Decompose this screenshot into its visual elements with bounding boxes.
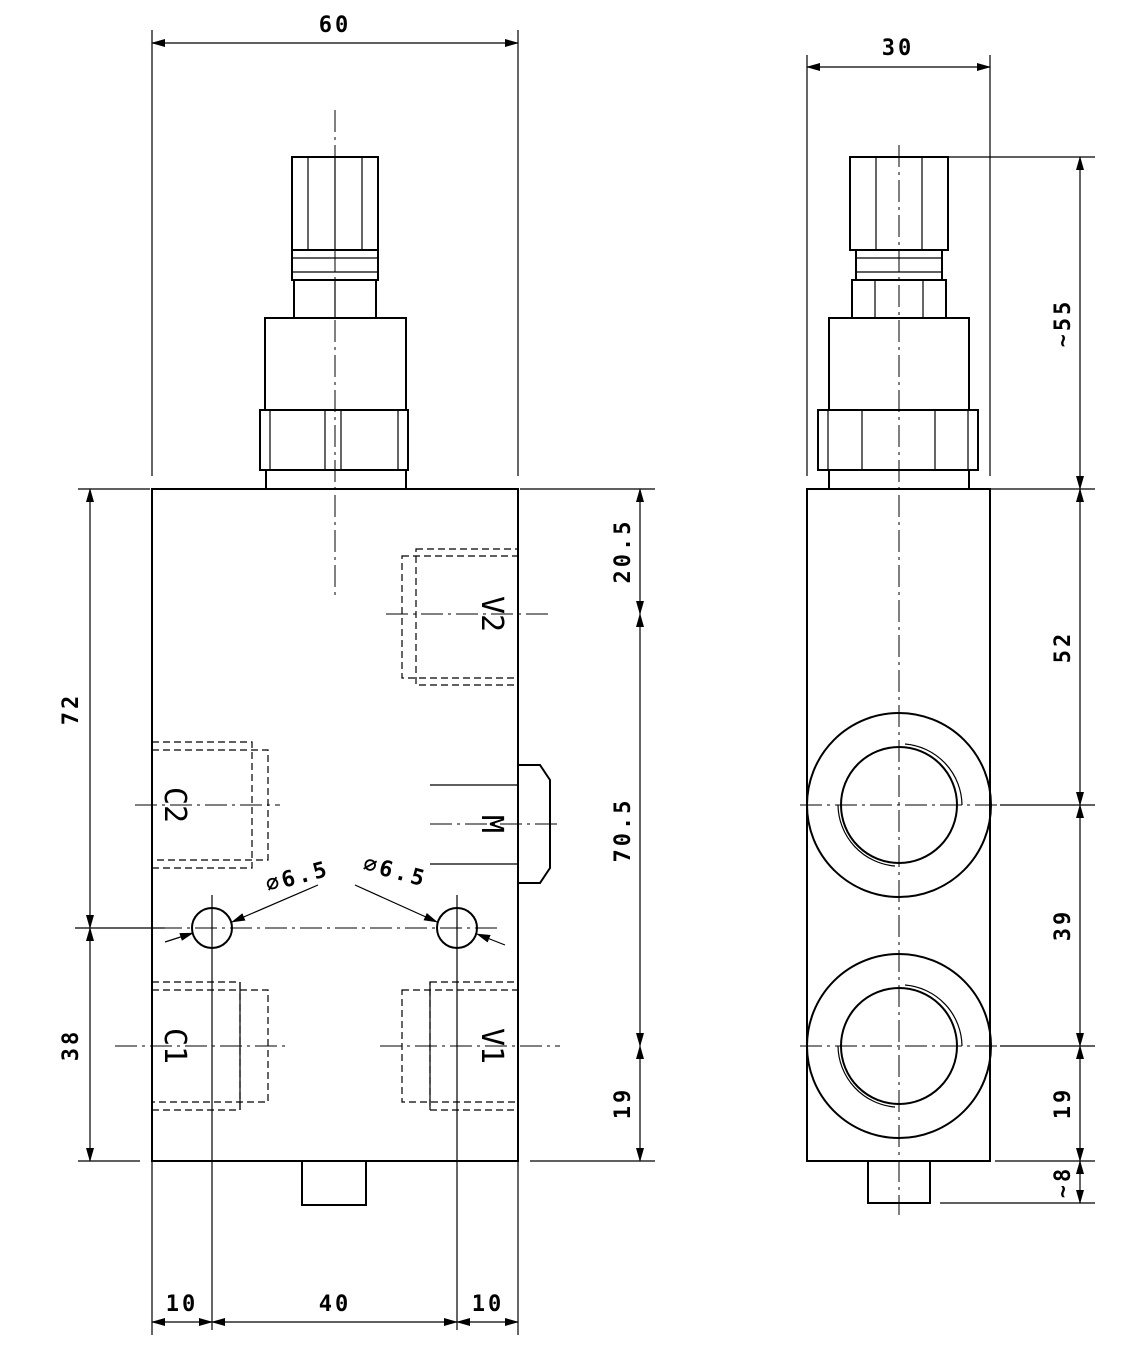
side-bottom-plug bbox=[867, 1160, 931, 1204]
dim-front-v2-to-v1: 70.5 bbox=[611, 798, 636, 863]
port-label-v2: V2 bbox=[474, 596, 509, 632]
hole-diameter-left: ⌀6.5 bbox=[263, 857, 332, 898]
dim-side-port-spacing: 39 bbox=[1051, 909, 1076, 942]
port-label-c1: C1 bbox=[157, 1028, 192, 1064]
side-view: 30 ~55 52 39 19 ~8 bbox=[800, 36, 1095, 1215]
side-port-lower bbox=[800, 953, 1000, 1139]
port-v1-hidden bbox=[380, 981, 560, 1111]
port-c1-hidden bbox=[115, 981, 290, 1111]
front-cartridge bbox=[259, 156, 409, 490]
front-valve-body bbox=[151, 488, 519, 1162]
dim-side-width: 30 bbox=[882, 36, 915, 61]
port-label-c2: C2 bbox=[157, 787, 192, 823]
port-label-v1: V1 bbox=[474, 1028, 509, 1064]
hole-diameter-right: ⌀6.5 bbox=[360, 852, 429, 893]
dim-front-v1-to-bottom: 19 bbox=[611, 1087, 636, 1120]
dim-front-edge-left: 10 bbox=[166, 1292, 199, 1317]
dim-side-port2-to-bottom: 19 bbox=[1051, 1087, 1076, 1120]
dim-front-top-to-v2: 20.5 bbox=[611, 519, 636, 584]
dim-side-cartridge-height: ~55 bbox=[1051, 299, 1076, 348]
port-v2-hidden bbox=[386, 548, 550, 686]
dim-front-hole-spacing: 40 bbox=[319, 1292, 352, 1317]
dim-front-height-body: 72 bbox=[59, 693, 84, 726]
port-label-m: M bbox=[474, 815, 509, 833]
front-bottom-plug bbox=[301, 1160, 367, 1206]
port-c2-hidden bbox=[135, 741, 280, 869]
dim-front-width: 60 bbox=[319, 13, 352, 38]
side-port-upper bbox=[800, 712, 1000, 898]
port-m-plug bbox=[430, 764, 560, 884]
dim-front-height-lower: 38 bbox=[59, 1029, 84, 1062]
dim-side-top-to-port1: 52 bbox=[1051, 631, 1076, 664]
side-cartridge bbox=[817, 156, 979, 490]
dim-front-edge-right: 10 bbox=[472, 1292, 505, 1317]
dim-side-bottom-plug: ~8 bbox=[1051, 1166, 1076, 1199]
front-view: V2 C2 M ⌀6.5 ⌀6.5 bbox=[59, 13, 655, 1335]
